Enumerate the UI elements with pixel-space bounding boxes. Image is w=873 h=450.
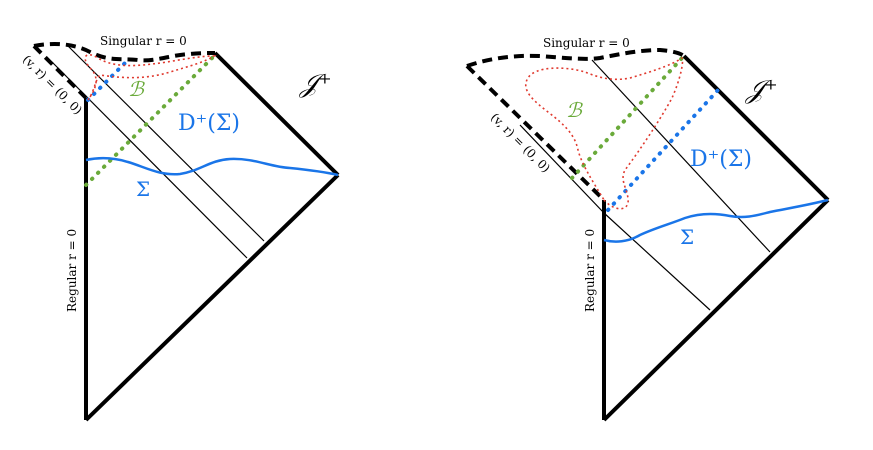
left-regular-label: Regular r = 0 — [65, 229, 79, 312]
left-bset-dotted-line — [84, 53, 217, 187]
left-null-line-1 — [67, 45, 265, 242]
left-null-line-2 — [51, 61, 248, 259]
right-past-null-boundary — [602, 198, 830, 422]
right-bset-label: ℬ — [566, 98, 583, 122]
left-sigma-label: Σ — [136, 177, 150, 201]
right-null-line-2 — [603, 212, 711, 311]
right-null-line-1 — [591, 59, 771, 253]
right-domain-boundary-dotted — [606, 88, 720, 212]
left-scri-label: 𝒥⁺ — [298, 69, 332, 99]
right-future-null-infinity — [682, 54, 830, 202]
left-domain-label: D⁺(Σ) — [178, 111, 240, 136]
right-sigma-curve — [603, 198, 829, 243]
right-regular-label: Regular r = 0 — [583, 229, 597, 312]
right-domain-label: D⁺(Σ) — [690, 147, 752, 172]
right-scri-label: 𝒥⁺ — [744, 75, 778, 105]
left-singular-boundary — [33, 42, 216, 63]
right-penrose-diagram: Singular r = 0 (v, r) = (0, 0) Regular r… — [465, 36, 830, 422]
right-bset-dotted-line — [570, 56, 684, 180]
left-sigma-curve — [85, 157, 339, 177]
right-singular-boundary — [466, 47, 686, 68]
right-null-line-2b — [519, 124, 605, 214]
right-sigma-label: Σ — [680, 225, 694, 249]
left-domain-boundary-dotted — [86, 61, 127, 102]
left-past-null-boundary — [84, 173, 340, 422]
right-bregion-outline — [525, 56, 684, 210]
left-penrose-diagram: Singular r = 0 (v, r) = (0, 0) Regular r… — [20, 34, 340, 422]
left-future-null-infinity — [213, 51, 340, 177]
left-singular-label: Singular r = 0 — [100, 34, 187, 48]
left-origin-null-ray — [32, 44, 88, 100]
right-origin-label: (v, r) = (0, 0) — [488, 110, 553, 175]
left-bset-label: ℬ — [128, 77, 145, 101]
right-origin-null-ray — [465, 64, 606, 202]
right-singular-label: Singular r = 0 — [543, 36, 630, 50]
